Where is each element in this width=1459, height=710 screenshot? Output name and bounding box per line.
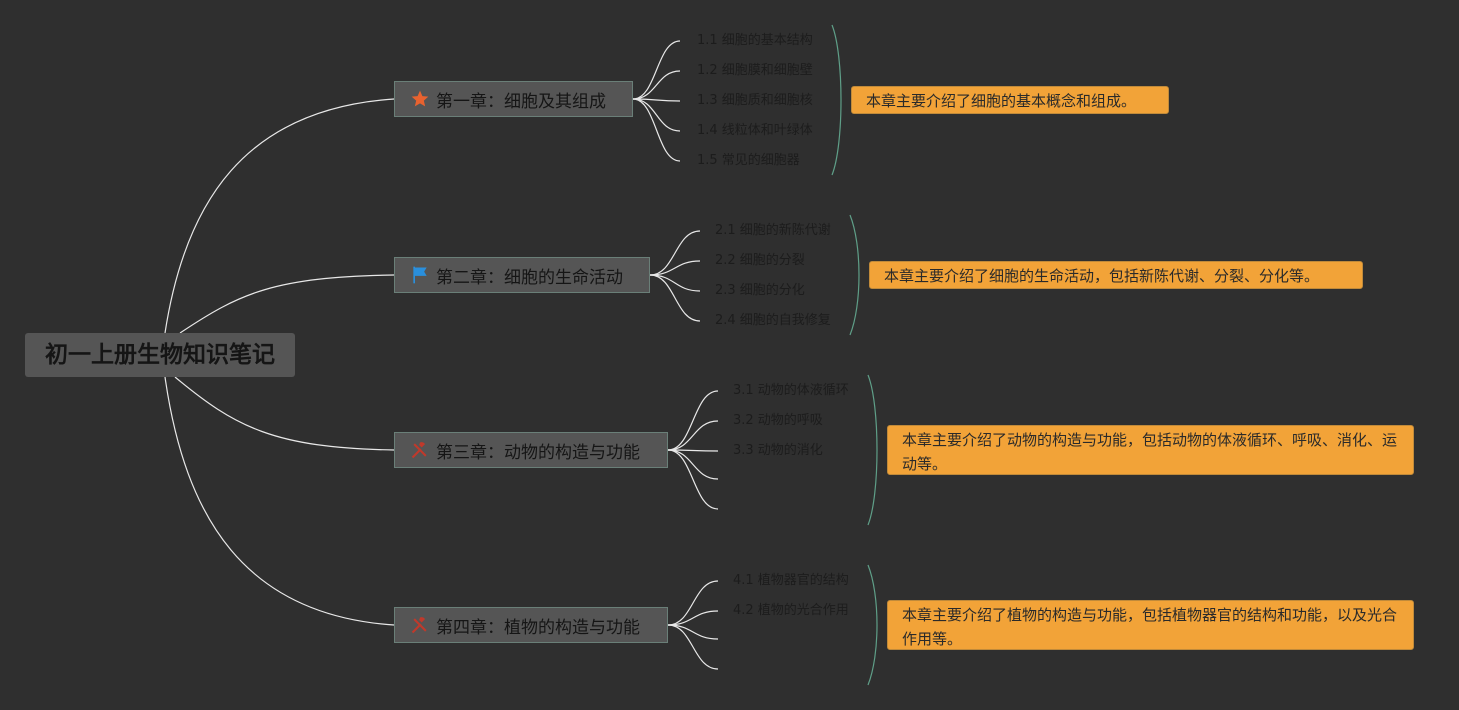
subtopic-connector-4-4: [667, 624, 719, 670]
chapter-node-1[interactable]: 第一章：细胞及其组成: [394, 81, 633, 117]
root-connector-3: [174, 376, 395, 451]
summary-bracket-4: [867, 564, 878, 686]
subtopic-connector-1-5: [632, 98, 681, 162]
subtopic-2-1[interactable]: 2.1 细胞的新陈代谢: [715, 223, 831, 238]
subtopic-connector-4-2: [667, 610, 719, 626]
subtopic-connector-1-4: [632, 98, 681, 132]
subtopic-3-2[interactable]: 3.2 动物的呼吸: [733, 413, 823, 428]
subtopic-1-1[interactable]: 1.1 细胞的基本结构: [697, 33, 813, 48]
summary-note-1[interactable]: 本章主要介绍了细胞的基本概念和组成。: [851, 86, 1169, 114]
flag-icon: [409, 264, 431, 286]
summary-bracket-3: [867, 374, 878, 526]
subtopic-2-3[interactable]: 2.3 细胞的分化: [715, 283, 805, 298]
chapter-title: 第一章：细胞及其组成: [436, 91, 606, 112]
subtopic-connector-2-4: [649, 274, 701, 322]
summary-bracket-1: [831, 24, 842, 176]
subtopic-4-2[interactable]: 4.2 植物的光合作用: [733, 603, 849, 618]
subtopic-connector-2-1: [649, 230, 701, 276]
chapter-title: 第三章：动物的构造与功能: [436, 442, 640, 463]
subtopic-connector-3-1: [667, 390, 719, 451]
subtopic-4-1[interactable]: 4.1 植物器官的结构: [733, 573, 849, 588]
chapter-title: 第二章：细胞的生命活动: [436, 267, 623, 288]
chapter-title: 第四章：植物的构造与功能: [436, 617, 640, 638]
subtopic-2-4[interactable]: 2.4 细胞的自我修复: [715, 313, 831, 328]
subtopic-1-3[interactable]: 1.3 细胞质和细胞核: [697, 93, 813, 108]
subtopic-connector-1-2: [632, 70, 681, 100]
subtopic-connector-4-1: [667, 580, 719, 626]
root-connector-4: [164, 376, 395, 626]
subtopic-connector-3-2: [667, 420, 719, 451]
summary-note-3[interactable]: 本章主要介绍了动物的构造与功能，包括动物的体液循环、呼吸、消化、运动等。: [887, 425, 1414, 475]
summary-bracket-2: [849, 214, 860, 336]
summary-note-4[interactable]: 本章主要介绍了植物的构造与功能，包括植物器官的结构和功能，以及光合作用等。: [887, 600, 1414, 650]
subtopic-connector-3-5: [667, 449, 719, 510]
subtopic-connector-2-2: [649, 260, 701, 276]
tools-icon: [409, 614, 431, 636]
subtopic-1-4[interactable]: 1.4 线粒体和叶绿体: [697, 123, 813, 138]
subtopic-connector-1-1: [632, 40, 681, 100]
subtopic-1-2[interactable]: 1.2 细胞膜和细胞壁: [697, 63, 813, 78]
root-connector-2: [179, 274, 395, 334]
tools-icon: [409, 439, 431, 461]
subtopic-2-2[interactable]: 2.2 细胞的分裂: [715, 253, 805, 268]
subtopic-connector-3-4: [667, 449, 719, 480]
subtopic-3-3[interactable]: 3.3 动物的消化: [733, 443, 823, 458]
root-connector-1: [164, 98, 395, 334]
subtopic-connector-2-3: [649, 274, 701, 292]
summary-note-2[interactable]: 本章主要介绍了细胞的生命活动，包括新陈代谢、分裂、分化等。: [869, 261, 1363, 289]
chapter-node-3[interactable]: 第三章：动物的构造与功能: [394, 432, 668, 468]
root-node[interactable]: 初一上册生物知识笔记: [25, 333, 295, 377]
star-icon: [409, 88, 431, 110]
subtopic-3-1[interactable]: 3.1 动物的体液循环: [733, 383, 849, 398]
subtopic-1-5[interactable]: 1.5 常见的细胞器: [697, 153, 800, 168]
chapter-node-4[interactable]: 第四章：植物的构造与功能: [394, 607, 668, 643]
chapter-node-2[interactable]: 第二章：细胞的生命活动: [394, 257, 650, 293]
